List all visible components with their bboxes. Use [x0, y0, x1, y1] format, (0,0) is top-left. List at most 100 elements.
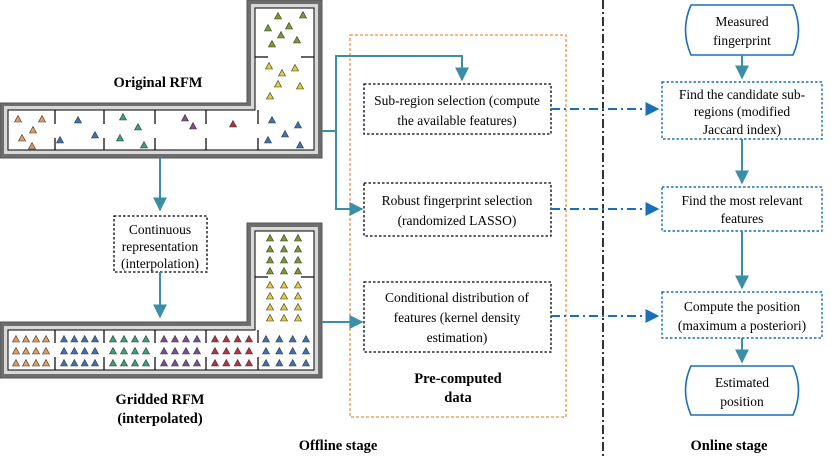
interpolated-point [301, 346, 311, 355]
interpolated-point [233, 334, 242, 343]
continuous-line1: Continuous [129, 222, 191, 237]
interpolated-point [108, 346, 118, 355]
interpolated-point [159, 334, 169, 343]
robust-line2: (randomized LASSO) [398, 213, 517, 228]
fingerprint-point [263, 135, 273, 144]
fingerprint-point [284, 21, 294, 30]
interpolated-point [233, 358, 242, 367]
fingerprint-point [228, 119, 238, 128]
interpolated-point [108, 334, 118, 343]
interpolated-point [11, 358, 21, 367]
fingerprint-point [17, 133, 27, 142]
interpolated-point [265, 280, 275, 289]
precomputed-label-line2: data [444, 390, 472, 406]
fingerprint-point [292, 35, 302, 44]
interpolated-point [210, 358, 220, 367]
estimated-line2: position [720, 394, 764, 409]
measured-fingerprint-shape [684, 4, 800, 56]
fingerprint-point [277, 68, 287, 77]
interpolated-point [181, 346, 191, 355]
measured-line1: Measured [715, 14, 768, 29]
interpolated-point [222, 334, 231, 343]
online-stage-label: Online stage [691, 438, 768, 454]
conditional-line1: Conditional distribution of [385, 290, 530, 305]
interpolated-point [265, 244, 275, 253]
offline-to-online-links [551, 102, 660, 323]
interpolated-point [265, 313, 275, 322]
fingerprint-point [55, 135, 65, 144]
fingerprint-point [273, 79, 283, 88]
interpolated-point [119, 334, 129, 343]
interpolated-point [159, 358, 169, 367]
fingerprint-point [265, 91, 275, 100]
interpolated-point [275, 334, 284, 343]
interpolated-point [181, 358, 191, 367]
fingerprint-point [276, 30, 286, 39]
interpolated-point [31, 346, 41, 355]
connector-to-robust-selection [335, 131, 364, 216]
fingerprint-point [267, 115, 277, 124]
map-to-offline-connectors [322, 55, 469, 329]
fingerprint-point [298, 10, 308, 19]
interpolated-point [293, 302, 303, 311]
interpolated-point [130, 346, 140, 355]
subregion-line1: Sub-region selection (compute [374, 93, 540, 108]
interpolated-point [261, 346, 271, 355]
fingerprint-point [139, 140, 149, 149]
fingerprint-point [264, 61, 274, 70]
interpolated-point [41, 346, 51, 355]
gridded-rfm-room-dividers [54, 276, 314, 370]
interpolated-point [288, 334, 297, 343]
fingerprint-point [188, 121, 198, 130]
interpolated-point [244, 334, 254, 343]
interpolated-point [181, 334, 191, 343]
interpolated-point [279, 266, 289, 275]
interpolated-point [293, 233, 303, 242]
interpolated-point [244, 346, 254, 355]
interpolated-point [70, 346, 79, 355]
candidates-line2: regions (modified [694, 104, 791, 119]
interpolated-point [21, 334, 31, 343]
interpolated-point [293, 313, 303, 322]
interpolated-point [279, 302, 289, 311]
fingerprint-point [295, 81, 305, 90]
estimated-line1: Estimated [715, 375, 769, 390]
fingerprint-point [295, 140, 305, 149]
interpolated-point [288, 358, 297, 367]
estimated-position-shape [684, 365, 800, 416]
precomputed-data-container [349, 34, 567, 418]
original-rfm-fingerprint-points [13, 10, 308, 150]
interpolated-point [90, 358, 100, 367]
fingerprint-point [263, 23, 273, 32]
interpolated-point [265, 255, 275, 264]
subregion-selection-box [363, 83, 552, 135]
fingerprint-point [273, 11, 283, 20]
original-rfm-floor [7, 7, 315, 151]
interpolated-point [130, 358, 140, 367]
robust-fingerprint-box [363, 182, 552, 237]
conditional-distribution-box [363, 281, 552, 353]
interpolated-point [275, 358, 284, 367]
connector-to-subregion [322, 55, 469, 132]
interpolated-point [21, 358, 31, 367]
gridded-rfm-map: Gridded RFM (interpolated) [0, 222, 323, 427]
interpolated-point [80, 334, 89, 343]
interpolated-point [279, 280, 289, 289]
continuous-line3: (interpolation) [121, 256, 199, 271]
gridded-rfm-fingerprint-points [11, 233, 311, 367]
interpolated-point [170, 358, 180, 367]
fingerprint-point [133, 122, 143, 131]
relevant-line2: features [721, 211, 764, 226]
interpolated-point [119, 358, 129, 367]
interpolated-point [192, 358, 202, 367]
interpolated-point [90, 334, 100, 343]
candidates-line3: Jaccard index) [703, 122, 781, 137]
interpolated-point [279, 291, 289, 300]
interpolated-point [279, 255, 289, 264]
interpolated-point [265, 266, 275, 275]
candidate-subregions-box [661, 81, 823, 140]
relevant-line1: Find the most relevant [681, 193, 802, 208]
original-rfm-room-dividers [54, 56, 314, 150]
interpolated-point [222, 346, 231, 355]
interpolated-point [108, 358, 118, 367]
